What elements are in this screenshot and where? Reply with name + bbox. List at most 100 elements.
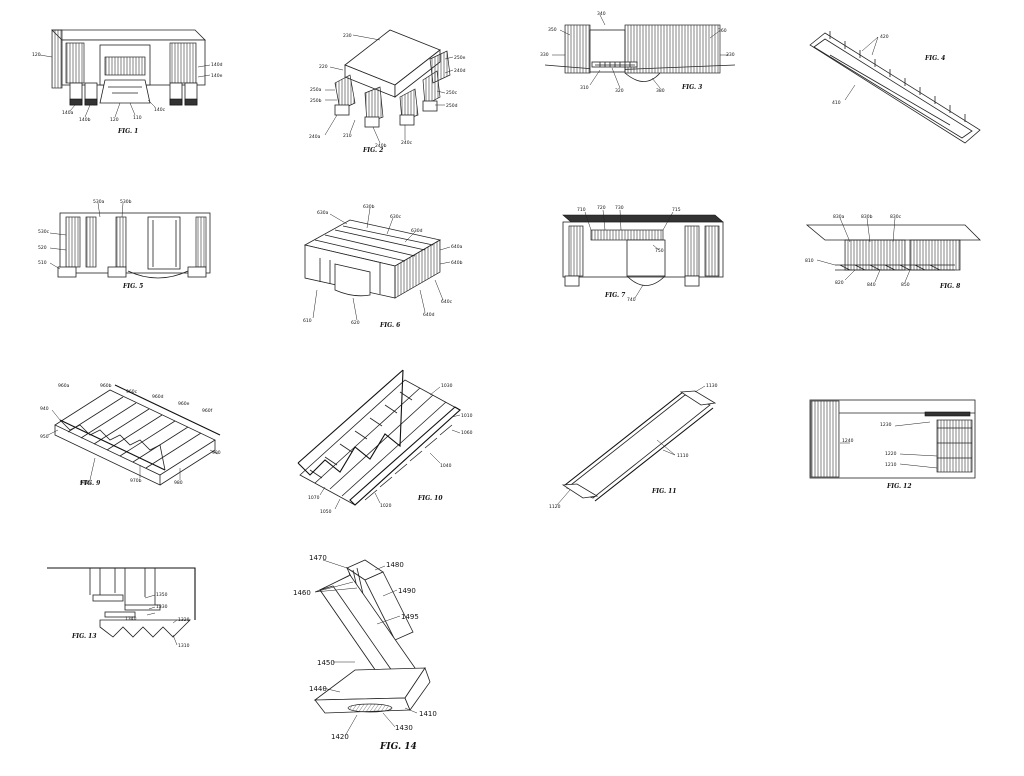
figure-caption: FIG. 7 (605, 292, 626, 299)
label: 630a (317, 210, 329, 216)
label: 630d (411, 228, 423, 234)
figure-8-drawing: 830a 830b 830c 810 820 840 850 (805, 214, 981, 288)
label: 960b (100, 383, 112, 389)
label: 1410 (419, 710, 437, 718)
label: 1460 (293, 589, 311, 597)
label: 1060 (461, 430, 473, 436)
label: 220 (319, 64, 328, 70)
figure-caption: FIG. 6 (380, 322, 401, 329)
label: 240c (401, 140, 413, 146)
figure-3-drawing: 340 350 360 330 310 320 380 330 (540, 11, 736, 94)
label: 640c (441, 299, 453, 305)
label: 320 (615, 88, 624, 94)
label: 620 (351, 320, 360, 326)
label: 1340 (125, 616, 137, 622)
label: 830a (833, 214, 845, 220)
label: 1110 (677, 453, 689, 459)
label: 610 (303, 318, 312, 324)
figure-caption: FIG. 2 (363, 147, 384, 154)
figure-caption: FIG. 12 (887, 483, 912, 490)
label: 630b (363, 204, 375, 210)
label: 640d (423, 312, 435, 318)
figure-12: 1230 1240 1220 1210 FIG. 12 (805, 398, 980, 493)
label: 960c (126, 389, 138, 395)
label: 410 (832, 100, 841, 106)
label: 140a (62, 110, 74, 116)
label: 830b (861, 214, 873, 220)
figure-1-drawing: 120 140d 140e 140a 140b 120 110 140c (32, 29, 223, 123)
label: 1050 (320, 509, 332, 515)
figure-13: 1350 1340 1330 1320 1310 FIG. 13 (45, 565, 210, 655)
figure-3: 340 350 360 330 310 320 380 330 FIG. 3 (540, 10, 740, 95)
figure-14: 1470 1480 1460 1490 1495 1450 1440 1410 … (285, 550, 485, 760)
label: 1495 (401, 613, 419, 621)
figure-caption: FIG. 11 (652, 488, 677, 495)
label: 380 (656, 88, 665, 94)
label: 1070 (308, 495, 320, 501)
label: 1040 (440, 463, 452, 469)
figure-5: 530a 530b 530c 520 510 FIG. 5 (38, 195, 223, 295)
label: 240b (375, 143, 387, 149)
figure-caption: FIG. 10 (418, 495, 443, 502)
label: 740 (627, 297, 636, 303)
figure-11: 1130 1110 1120 FIG. 11 (545, 380, 735, 510)
label: 640b (451, 260, 463, 266)
figure-13-drawing: 1350 1340 1330 1320 1310 (47, 567, 196, 649)
label: 830c (890, 214, 902, 220)
label: 750 (655, 248, 664, 254)
label: 120 (32, 52, 41, 58)
figure-7-drawing: 710 720 730 715 750 740 (562, 205, 724, 303)
figure-10: 1030 1010 1060 1040 1070 1050 1020 FIG. … (290, 369, 490, 515)
label: 950 (40, 434, 49, 440)
label: 250e (454, 55, 466, 61)
label: 530a (93, 199, 105, 205)
label: 240d (454, 68, 466, 74)
label: 420 (880, 34, 889, 40)
label: 1020 (380, 503, 392, 509)
label: 850 (901, 282, 910, 288)
figure-2: 230 220 250a 250b 250c 250d 250e 240a 24… (305, 25, 470, 160)
label: 980 (174, 480, 183, 486)
label: 250d (446, 103, 458, 109)
label: 710 (577, 207, 586, 213)
label: 240a (309, 134, 321, 140)
figure-8: 830a 830b 830c 810 820 840 850 FIG. 8 (805, 210, 985, 295)
label: 640a (451, 244, 463, 250)
figure-5-drawing: 530a 530b 530c 520 510 (38, 199, 211, 279)
figure-6-drawing: 630a 630b 630c 630d 640a 640b 640c 640d … (303, 204, 463, 326)
label: 940 (40, 406, 49, 412)
label: 230 (343, 33, 352, 39)
label: 530c (38, 229, 50, 235)
label: 840 (867, 282, 876, 288)
label: 120 (110, 117, 119, 123)
label: 1490 (398, 587, 416, 595)
label: 350 (548, 27, 557, 33)
label: 1350 (156, 592, 168, 598)
label: 820 (835, 280, 844, 286)
label: 1010 (461, 413, 473, 419)
label: 140e (211, 73, 223, 79)
figure-caption: FIG. 14 (380, 742, 417, 752)
figure-2-drawing: 230 220 250a 250b 250c 250d 250e 240a 24… (309, 29, 466, 149)
label: 720 (597, 205, 606, 211)
figure-caption: FIG. 13 (72, 633, 97, 640)
label: 1130 (706, 383, 718, 389)
label: 140b (79, 117, 91, 123)
label: 970a (80, 480, 92, 486)
label: 960d (152, 394, 164, 400)
label: 960a (58, 383, 70, 389)
label: 1440 (309, 685, 327, 693)
figure-1: 120 140d 140e 140a 140b 120 110 140c FIG… (30, 25, 223, 140)
figure-10-drawing: 1030 1010 1060 1040 1070 1050 1020 (297, 369, 473, 515)
figure-caption: FIG. 8 (940, 283, 961, 290)
label: 510 (38, 260, 47, 266)
label: 1120 (549, 504, 561, 510)
figure-9-drawing: 960a 960b 960c 960d 960e 960f 940 950 97… (40, 383, 221, 486)
figure-caption: FIG. 4 (925, 55, 946, 62)
label: 990 (212, 450, 221, 456)
label: 140d (211, 62, 223, 68)
label: 340 (597, 11, 606, 17)
label: 1480 (386, 561, 404, 569)
figure-caption: FIG. 9 (80, 480, 101, 487)
label: 1470 (309, 554, 327, 562)
